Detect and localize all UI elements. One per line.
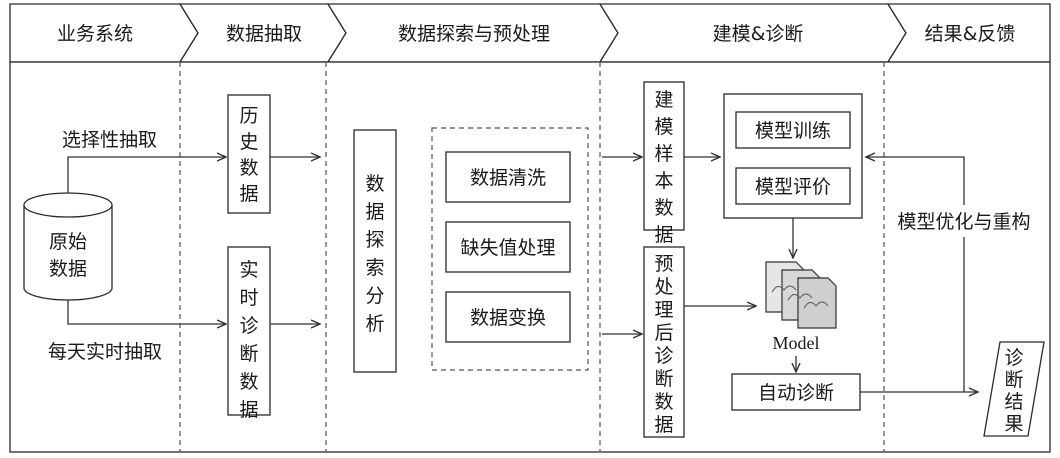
stage-2-label: 数据抽取 (226, 23, 302, 45)
auto-diagnosis-box (731, 373, 861, 411)
clean-label: 数据清洗 (470, 167, 546, 189)
clean-box (445, 151, 571, 203)
train-label: 模型训练 (755, 120, 831, 142)
feedback-line (866, 157, 965, 392)
model-icon (765, 261, 837, 329)
feedback-label: 模型优化与重构 (897, 211, 1030, 233)
exploration-analysis-box (353, 129, 397, 373)
eval-box (735, 167, 851, 205)
realtime-data-box (227, 246, 271, 416)
model-label: Model (773, 333, 820, 353)
transform-label: 数据变换 (470, 307, 546, 329)
eval-label: 模型评价 (755, 176, 831, 198)
flow-top-label: 选择性抽取 (62, 129, 157, 151)
history-data-box (227, 94, 271, 214)
result-parallelogram (983, 341, 1045, 437)
flow-bottom-line (67, 300, 226, 324)
sample-data-box (643, 81, 685, 231)
realtime-data-label: 实时诊断数据 (239, 259, 258, 421)
train-box (735, 111, 851, 149)
transform-box (445, 291, 571, 343)
preprocess-group (431, 127, 589, 371)
sample-data-label: 建模样本数据 (654, 89, 673, 246)
database-cylinder: 原始 数据 (23, 192, 113, 301)
database-label-line2: 数据 (49, 258, 87, 280)
missing-label: 缺失值处理 (460, 237, 555, 259)
stage-4-label: 建模&诊断 (713, 23, 804, 45)
history-data-label: 历史数据 (239, 105, 258, 205)
prediag-data-box (643, 246, 685, 438)
feedback-label-bg (888, 205, 1044, 237)
stage-3-label: 数据探索与预处理 (398, 23, 550, 45)
exploration-analysis-label: 数据探索分析 (365, 173, 384, 335)
flow-top-line (67, 157, 226, 193)
stage-5-label: 结果&反馈 (925, 23, 1016, 45)
database-label-line1: 原始 (49, 231, 87, 253)
missing-box (445, 221, 571, 273)
flow-bottom-label: 每天实时抽取 (48, 341, 162, 363)
prediag-data-label: 预处理后诊断数据 (654, 253, 673, 436)
auto-diagnosis-label: 自动诊断 (758, 382, 834, 404)
stage-1-label: 业务系统 (57, 23, 133, 45)
header-band: 业务系统 数据抽取 数据探索与预处理 建模&诊断 结果&反馈 (9, 3, 1051, 63)
result-label: 诊断结果 (1004, 347, 1023, 435)
